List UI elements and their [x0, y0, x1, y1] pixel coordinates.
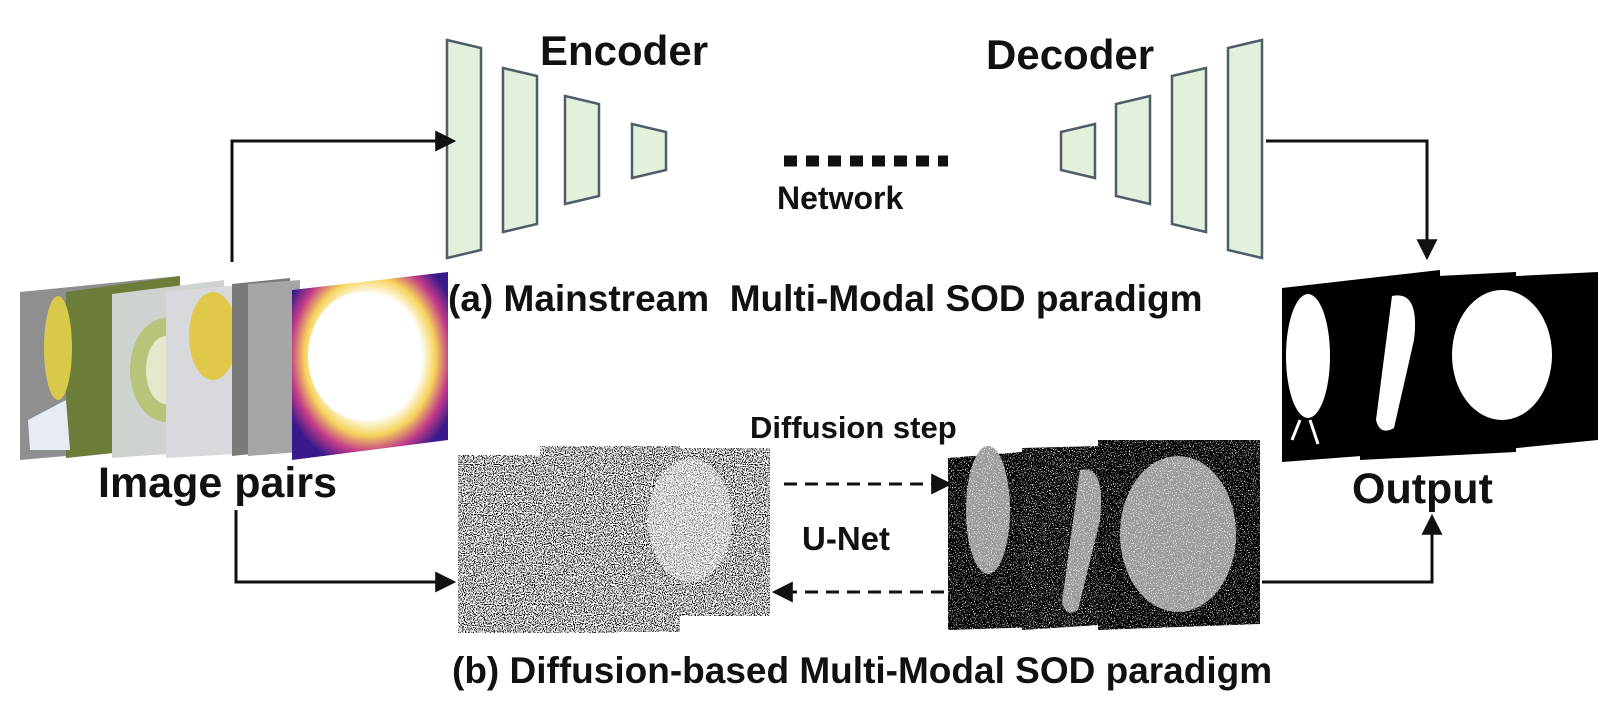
decoder-block-3 — [1170, 66, 1208, 234]
decoder-block-2 — [1114, 94, 1152, 206]
image-pairs-label: Image pairs — [98, 459, 337, 507]
encoder — [445, 38, 668, 260]
decoder-block-4 — [1226, 38, 1264, 260]
decoder — [1059, 38, 1264, 260]
denoised-masks-stack — [948, 440, 1260, 630]
encoder-label: Encoder — [540, 27, 709, 74]
encoder-block-1 — [445, 38, 483, 260]
encoder-block-3 — [563, 94, 601, 206]
network-label: Network — [777, 180, 904, 216]
noisy-masks-stack — [458, 446, 770, 633]
caption-mainstream: (a) Mainstream Multi-Modal SOD paradigm — [448, 278, 1203, 319]
decoder-block-1 — [1059, 122, 1097, 180]
arrows — [230, 130, 1443, 603]
output-label: Output — [1352, 465, 1493, 513]
encoder-block-4 — [630, 122, 668, 180]
decoder-label: Decoder — [986, 31, 1155, 78]
arrow-denoised-to-output — [1262, 513, 1443, 584]
unet-label: U-Net — [802, 520, 890, 557]
arrow-input-to-noise — [234, 510, 457, 593]
arrow-decoder-to-output — [1266, 139, 1438, 261]
encoder-block-2 — [501, 66, 539, 234]
image-pairs-stack — [20, 272, 448, 460]
diffusion-step-label: Diffusion step — [750, 410, 957, 445]
arrow-input-to-encoder — [230, 130, 457, 262]
output-masks — [1282, 270, 1598, 462]
caption-diffusion: (b) Diffusion-based Multi-Modal SOD para… — [452, 650, 1273, 691]
